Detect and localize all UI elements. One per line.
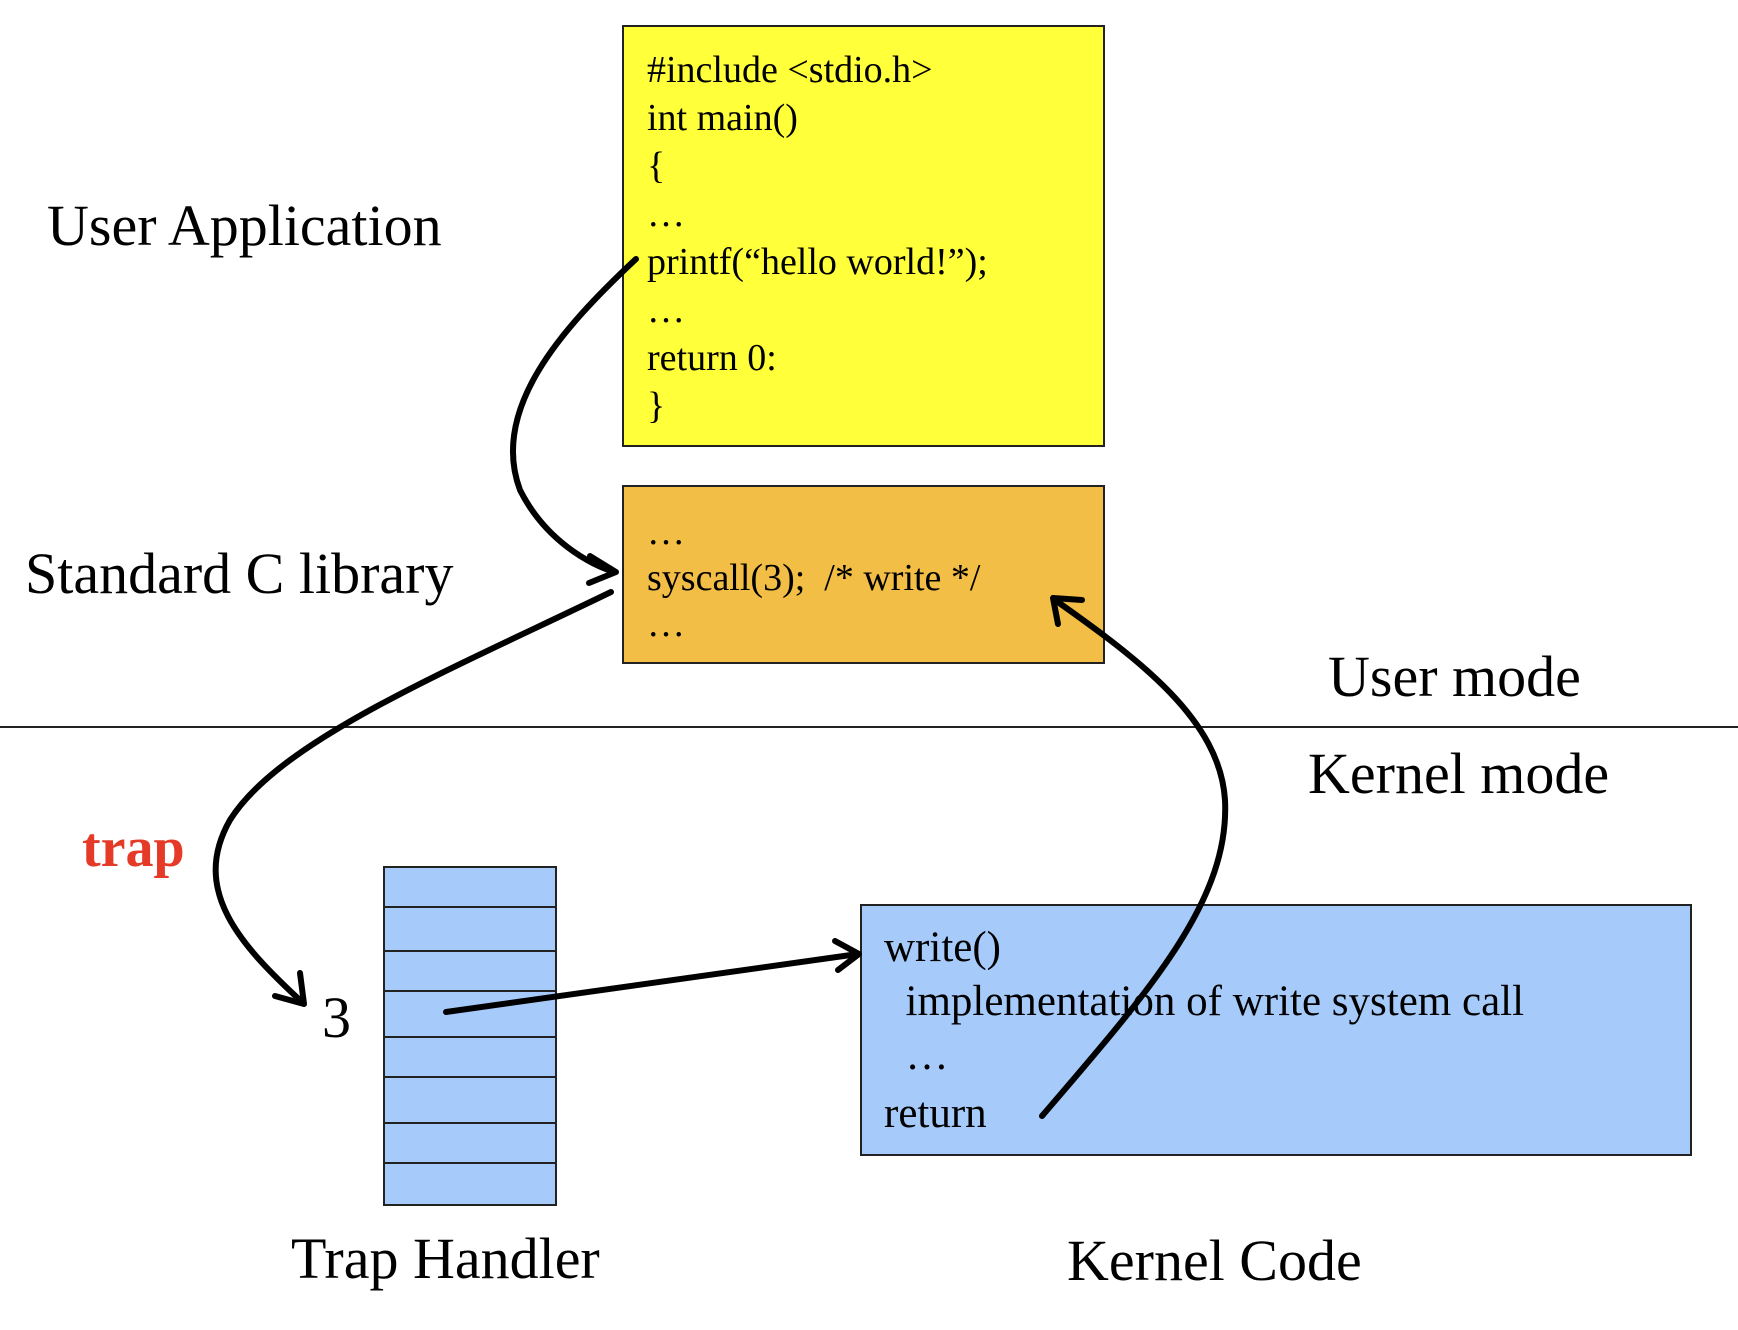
printf-to-syscall-arrow xyxy=(509,256,639,575)
code-line: } xyxy=(647,385,666,427)
trap-table-row-divider xyxy=(385,906,555,908)
trap-table-row-divider xyxy=(385,1122,555,1124)
code-line: #include <stdio.h> xyxy=(647,49,933,91)
code-line: … xyxy=(647,289,685,331)
code-line: … xyxy=(647,193,685,235)
syscall-code-line: syscall(3); /* write */ xyxy=(647,557,981,599)
user-application-code-box: #include <stdio.h> int main() { … printf… xyxy=(622,25,1105,447)
trap-number-label: 3 xyxy=(322,985,351,1050)
printf-to-syscall-arrowhead xyxy=(586,553,619,586)
trap-table-row-divider xyxy=(385,950,555,952)
trap-to-kernel-arrow xyxy=(443,951,861,1015)
code-line: write() xyxy=(884,924,1001,971)
trap-table-row-divider xyxy=(385,1162,555,1164)
trap-table-row-divider xyxy=(385,990,555,992)
trap-handler-table xyxy=(383,866,557,1206)
code-line: … xyxy=(647,511,685,553)
code-line: { xyxy=(647,145,666,187)
trap-table-row-divider xyxy=(385,1036,555,1038)
code-line: int main() xyxy=(647,97,798,139)
user-mode-label: User mode xyxy=(1328,644,1581,709)
standard-c-library-label: Standard C library xyxy=(25,541,454,606)
kernel-code-label: Kernel Code xyxy=(1067,1228,1362,1293)
mode-divider-line xyxy=(0,726,1738,728)
code-line: return 0: xyxy=(647,337,777,379)
syscall-to-trap-arrowhead xyxy=(272,970,307,1007)
syscall-to-trap-arrow xyxy=(212,589,614,1006)
printf-code-line: printf(“hello world!”); xyxy=(647,241,988,283)
standard-c-library-code-box: … syscall(3); /* write */ … xyxy=(622,485,1105,664)
kernel-code-box: write() implementation of write system c… xyxy=(860,904,1692,1156)
user-application-label: User Application xyxy=(47,193,442,258)
return-to-syscall-arrowhead xyxy=(1050,595,1085,627)
code-line: … xyxy=(884,1032,949,1079)
trap-to-kernel-arrowhead xyxy=(832,938,862,973)
trap-table-row-divider xyxy=(385,1076,555,1078)
return-to-syscall-arrow xyxy=(1039,597,1229,1119)
code-line: implementation of write system call xyxy=(884,978,1525,1025)
code-line: … xyxy=(647,603,685,645)
trap-label: trap xyxy=(82,817,185,879)
kernel-mode-label: Kernel mode xyxy=(1308,741,1610,806)
trap-handler-label: Trap Handler xyxy=(291,1226,600,1291)
return-code-line: return xyxy=(884,1090,987,1137)
